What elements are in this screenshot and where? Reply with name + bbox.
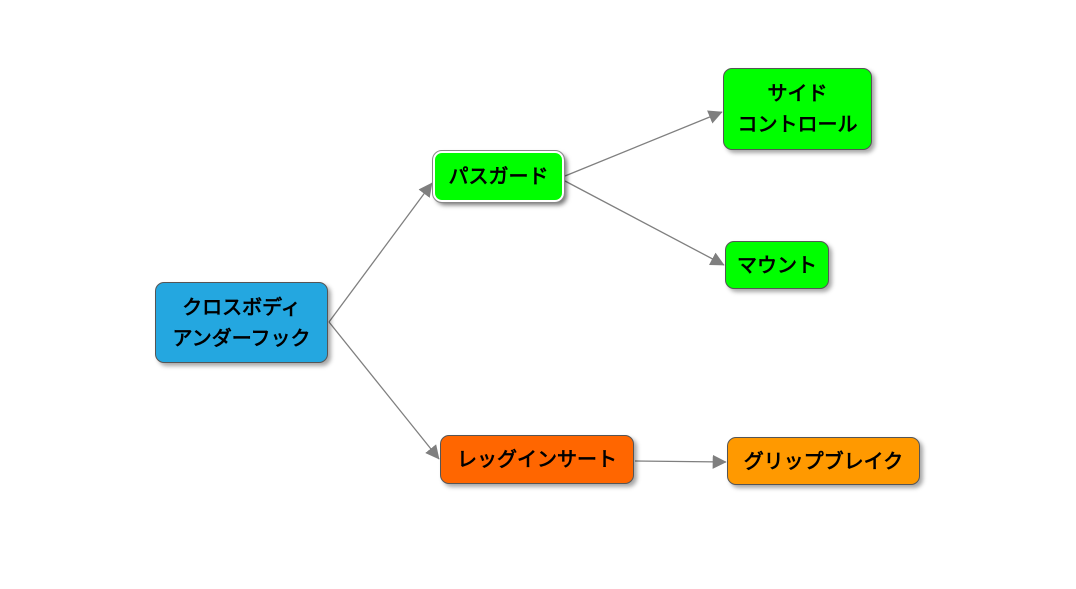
node-label-line: レッグインサート — [457, 447, 617, 471]
node-label-line: アンダーフック — [172, 325, 311, 350]
node-label-line: マウント — [737, 252, 817, 277]
edge-crossbody-to-leg — [328, 321, 440, 460]
node-label-line: パスガード — [448, 164, 549, 188]
node-label-line: コントロール — [737, 112, 858, 136]
node-grip-break[interactable]: グリップブレイク — [727, 437, 920, 485]
node-crossbody-underhook[interactable]: クロスボディ アンダーフック — [155, 282, 328, 363]
node-mount[interactable]: マウント — [725, 241, 829, 289]
edge-pass-to-side — [564, 110, 723, 177]
node-label-line: グリップブレイク — [743, 448, 904, 473]
node-pass-guard[interactable]: パスガード — [432, 150, 565, 203]
node-label-line: サイド — [767, 81, 828, 105]
node-side-control[interactable]: サイド コントロール — [723, 68, 872, 150]
node-label-line: クロスボディ — [182, 294, 301, 319]
edge-leg-to-grip — [634, 454, 727, 469]
edge-pass-to-mount — [564, 180, 725, 266]
edge-crossbody-to-pass — [328, 182, 433, 323]
node-leg-insert[interactable]: レッグインサート — [440, 435, 634, 484]
